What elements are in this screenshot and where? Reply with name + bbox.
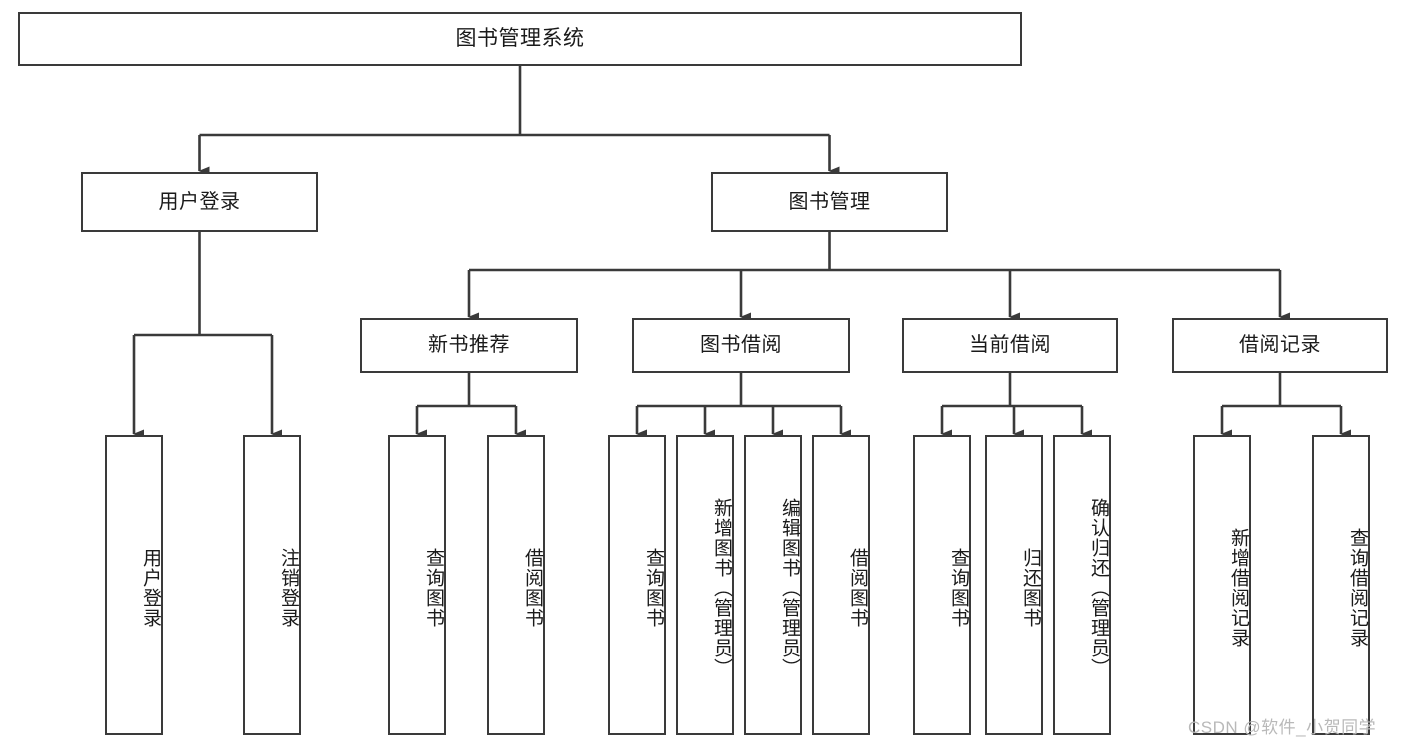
connector-lines (132, 66, 1351, 439)
node-label: 编辑图书（管理员） (779, 498, 800, 678)
node-label: 查询图书 (643, 548, 664, 628)
node-label: 查询图书 (948, 548, 969, 628)
node-label: 确认归还（管理员） (1088, 498, 1109, 678)
node-label: 新书推荐 (428, 334, 510, 357)
node-leaf-rec-query[interactable]: 查询图书 (388, 435, 446, 735)
node-leaf-rec-borrow[interactable]: 借阅图书 (487, 435, 545, 735)
node-leaf-rec-query2[interactable]: 查询借阅记录 (1312, 435, 1370, 735)
node-label: 图书借阅 (700, 334, 782, 357)
node-label: 用户登录 (140, 548, 161, 628)
node-label: 借阅图书 (847, 548, 868, 628)
node-label: 图书管理系统 (455, 27, 585, 51)
node-label: 当前借阅 (969, 334, 1051, 357)
node-leaf-user-logout[interactable]: 注销登录 (243, 435, 301, 735)
node-leaf-borrow-edit[interactable]: 编辑图书（管理员） (744, 435, 802, 735)
node-leaf-user-login[interactable]: 用户登录 (105, 435, 163, 735)
node-label: 用户登录 (158, 190, 241, 213)
node-label: 归还图书 (1020, 548, 1041, 628)
node-label: 借阅图书 (522, 548, 543, 628)
node-user-login[interactable]: 用户登录 (81, 172, 318, 232)
node-label: 图书管理 (788, 190, 871, 213)
node-label: 新增图书（管理员） (711, 498, 732, 678)
node-leaf-rec-add[interactable]: 新增借阅记录 (1193, 435, 1251, 735)
node-leaf-borrow-add[interactable]: 新增图书（管理员） (676, 435, 734, 735)
node-current-borrow[interactable]: 当前借阅 (902, 318, 1118, 373)
node-leaf-cur-confirm[interactable]: 确认归还（管理员） (1053, 435, 1111, 735)
node-book-borrow[interactable]: 图书借阅 (632, 318, 850, 373)
node-book-manage[interactable]: 图书管理 (711, 172, 948, 232)
node-leaf-borrow-do[interactable]: 借阅图书 (812, 435, 870, 735)
node-new-book-rec[interactable]: 新书推荐 (360, 318, 578, 373)
node-label: 新增借阅记录 (1228, 528, 1249, 648)
node-label: 借阅记录 (1239, 334, 1321, 357)
node-label: 查询借阅记录 (1347, 528, 1368, 648)
node-root[interactable]: 图书管理系统 (18, 12, 1022, 66)
node-label: 查询图书 (423, 548, 444, 628)
node-leaf-cur-query[interactable]: 查询图书 (913, 435, 971, 735)
node-leaf-cur-return[interactable]: 归还图书 (985, 435, 1043, 735)
node-leaf-borrow-query[interactable]: 查询图书 (608, 435, 666, 735)
node-borrow-record[interactable]: 借阅记录 (1172, 318, 1388, 373)
node-label: 注销登录 (278, 548, 299, 628)
